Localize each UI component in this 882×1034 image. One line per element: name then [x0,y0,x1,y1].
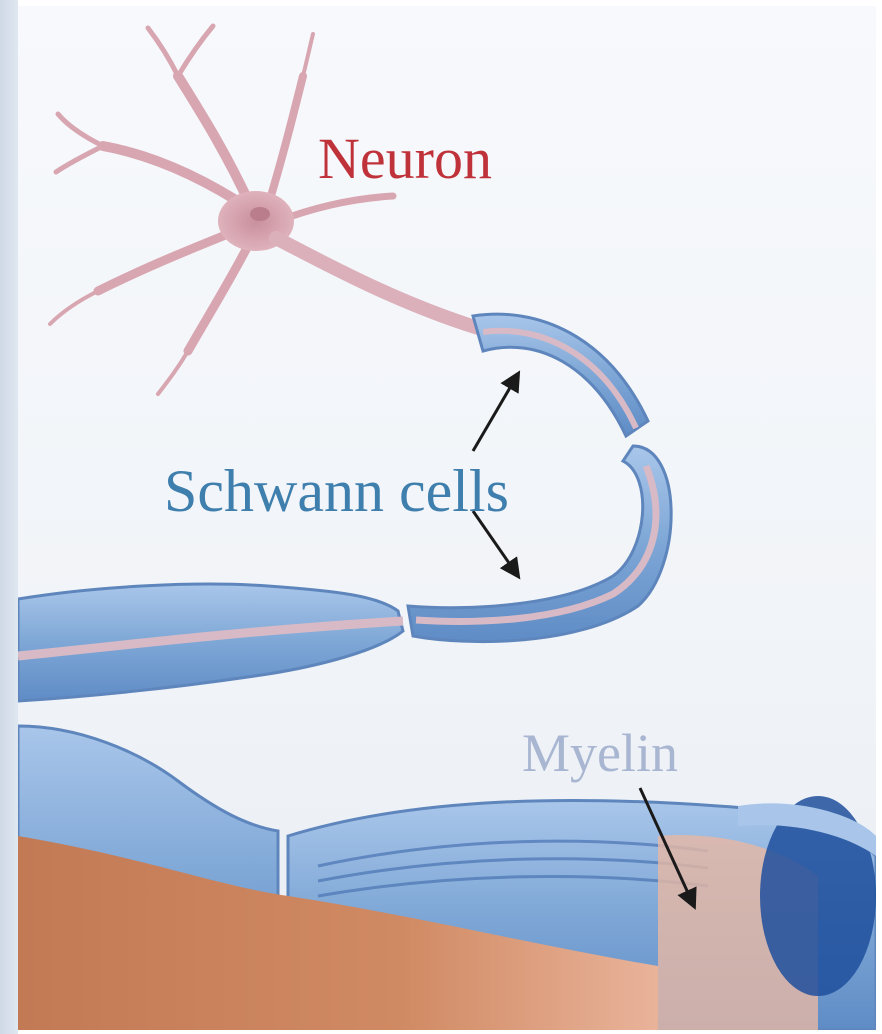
neuron-axon [276,238,478,328]
left-margin-strip [0,0,18,1034]
myelin-label: Myelin [522,726,678,780]
arrow-to-schwann-upper [473,374,518,451]
schwann-cells-label: Schwann cells [164,461,509,521]
neuron-nucleus [250,207,270,221]
illustration-panel: Neuron Schwann cells Myelin [18,6,876,1030]
neuron-label: Neuron [318,130,492,188]
schwann-cell-segment-3 [18,584,403,701]
